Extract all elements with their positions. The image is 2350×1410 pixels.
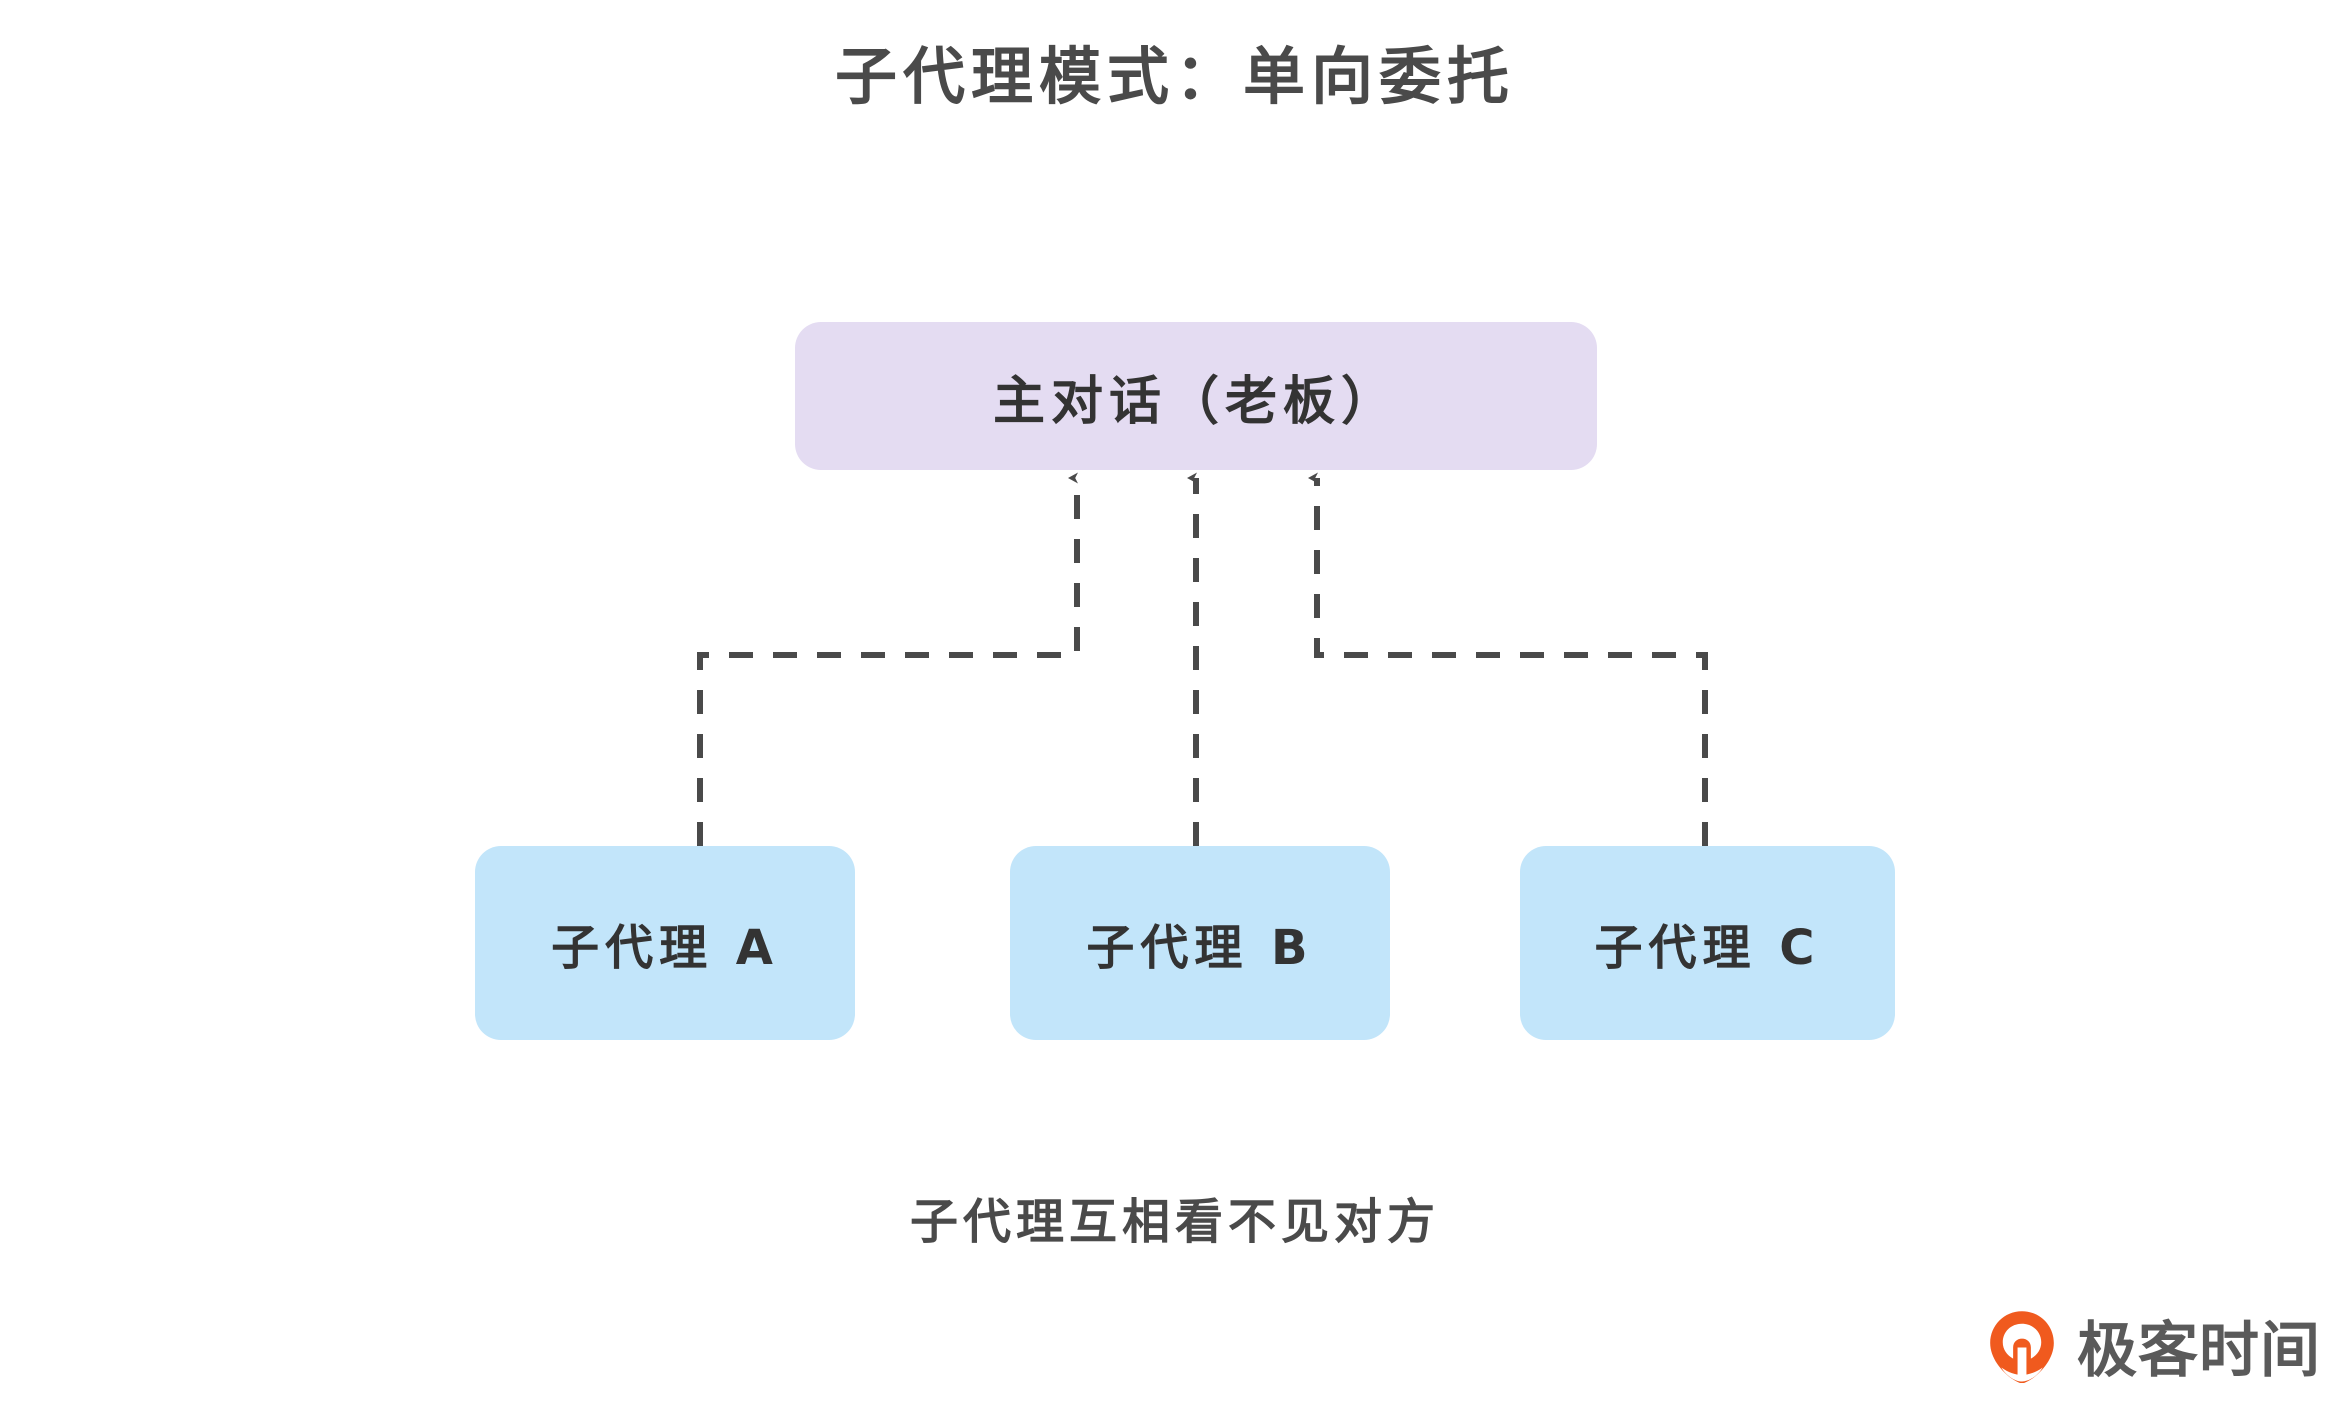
node-main-conversation[interactable]: 主对话（老板） [795,322,1597,470]
brand-logo: 极客时间 [1985,1302,2321,1389]
geektime-circle-icon [1990,1310,2054,1383]
page-title: 子代理模式：单向委托 [834,40,1515,113]
node-sub-agent-c[interactable]: 子代理 C [1520,846,1895,1040]
node-sub-agent-c-label: 子代理 C [1594,920,1821,976]
diagram-caption: 子代理互相看不见对方 [909,1194,1440,1250]
brand-logo-text: 极客时间 [2077,1316,2321,1386]
edge-agent-a-to-root [697,472,1080,846]
node-sub-agent-b[interactable]: 子代理 B [1010,846,1390,1040]
node-sub-agent-b-label: 子代理 B [1086,920,1314,976]
node-sub-agent-a-label: 子代理 A [551,920,779,976]
node-main-conversation-label: 主对话（老板） [992,371,1399,432]
node-sub-agent-a[interactable]: 子代理 A [475,846,855,1040]
edge-agent-c-to-root [1308,472,1708,846]
